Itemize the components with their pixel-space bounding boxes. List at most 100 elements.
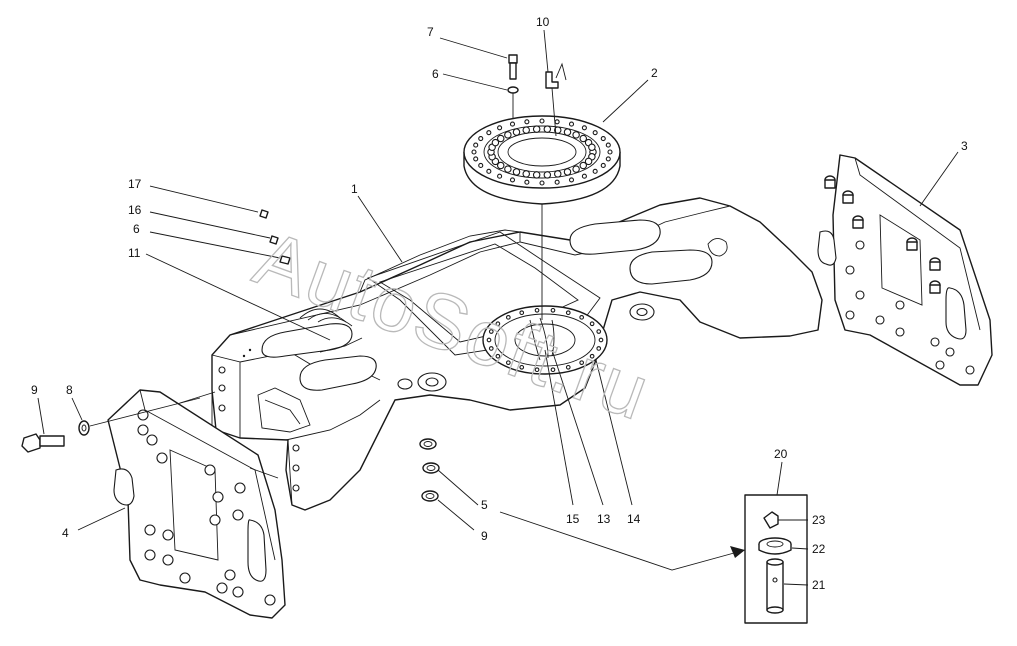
plate-hole (162, 529, 174, 541)
roller (543, 125, 552, 133)
roller (584, 157, 593, 166)
bolt-hole (589, 321, 595, 327)
callout-6-top: 6 (432, 67, 439, 81)
pin-body (824, 179, 836, 189)
roller (532, 171, 541, 179)
bolt-hole (565, 310, 571, 316)
bolt-hole (486, 337, 492, 343)
roller (496, 161, 505, 170)
roller (579, 161, 588, 170)
plate-hole (179, 572, 191, 584)
bolt-hole (596, 346, 602, 351)
bolt-hole (488, 346, 494, 351)
plate-hole (935, 360, 945, 370)
frame-part-1 (211, 197, 823, 511)
bolt-hole (600, 162, 606, 169)
roller (579, 134, 588, 143)
roller (512, 128, 521, 136)
roller (563, 168, 572, 176)
plate-hole (156, 452, 168, 464)
plate-hole (162, 554, 174, 566)
bolt-hole (607, 149, 613, 155)
bolt-hole (509, 121, 516, 127)
inset-box-part-20 (744, 461, 808, 624)
pin-body (929, 261, 941, 271)
bolt-hole (554, 179, 560, 185)
bolt-hole (568, 121, 575, 127)
bolt-hole (519, 310, 525, 316)
bolt-hole (592, 168, 598, 174)
bolt-hole (497, 125, 503, 131)
plate-hole (945, 347, 955, 357)
bolt-hole (579, 360, 585, 366)
bolt-hole (581, 173, 587, 179)
bolt-hole (581, 125, 587, 131)
bolt-hole (534, 307, 540, 313)
bolt-hole (519, 364, 525, 370)
bolt-hole (550, 307, 556, 313)
callout-22: 22 (812, 542, 826, 556)
roller (554, 170, 562, 178)
callout-16: 16 (128, 203, 142, 217)
pin-body (929, 284, 941, 294)
pin-body (852, 219, 864, 229)
callout-3: 3 (961, 139, 968, 153)
roller (532, 125, 541, 133)
plate-hole (212, 491, 224, 503)
plate-hole (209, 514, 221, 526)
roller (572, 165, 580, 173)
bolt-hole (524, 179, 530, 185)
plate-3-pins (824, 175, 941, 294)
plate-hole (264, 594, 276, 606)
bolt-hole (598, 337, 604, 343)
roller (491, 138, 500, 147)
plate-3-holes (845, 240, 975, 375)
bolt-hole (509, 177, 516, 183)
side-plate-part-4 (107, 389, 286, 619)
leader-lines (37, 29, 959, 586)
callout-4: 4 (62, 526, 69, 540)
bolt-hole (495, 353, 501, 359)
lower-ring-bolt-holes (486, 307, 604, 373)
plate-hole (895, 327, 905, 337)
plate-hole (216, 582, 228, 594)
roller (563, 128, 572, 136)
slewing-ring-bolt-holes (471, 118, 613, 186)
callout-9: 9 (31, 383, 38, 397)
roller (504, 131, 512, 139)
roller (554, 126, 562, 134)
bolt-part-7 (507, 54, 519, 118)
roller (522, 170, 530, 178)
plate-hole (234, 482, 246, 494)
bolt-hole (486, 168, 492, 174)
plate-hole (895, 300, 905, 310)
bolt-hole (478, 135, 484, 142)
callout-8: 8 (66, 383, 73, 397)
callout-14: 14 (627, 512, 641, 526)
bolt-part-9 (21, 433, 65, 453)
bolt-hole (539, 118, 545, 124)
bolt-hole (565, 364, 571, 370)
roller (496, 134, 505, 143)
plate-hole (965, 365, 975, 375)
plate-hole (845, 310, 855, 320)
bolt-hole (539, 180, 545, 186)
callout-12: 11 (128, 246, 141, 260)
bolt-hole (596, 329, 602, 334)
roller (588, 143, 596, 151)
bolt-hole (486, 130, 492, 136)
ring-part-10 (419, 438, 440, 502)
callout-2: 2 (651, 66, 658, 80)
slewing-ring-rollers (487, 125, 597, 179)
plate-hole (232, 586, 244, 598)
plate-hole (845, 265, 855, 275)
washer-part-8 (78, 397, 201, 436)
callout-labels: 7 6 10 2 3 1 17 16 6 11 9 8 4 5 9 15 13 … (31, 15, 968, 592)
bolt-hole (592, 130, 598, 136)
callout-10: 9 (481, 529, 488, 543)
callout-5: 5 (481, 498, 488, 512)
bolt-hole (478, 162, 484, 169)
plate-hole (137, 424, 149, 436)
callout-23: 23 (812, 513, 826, 527)
